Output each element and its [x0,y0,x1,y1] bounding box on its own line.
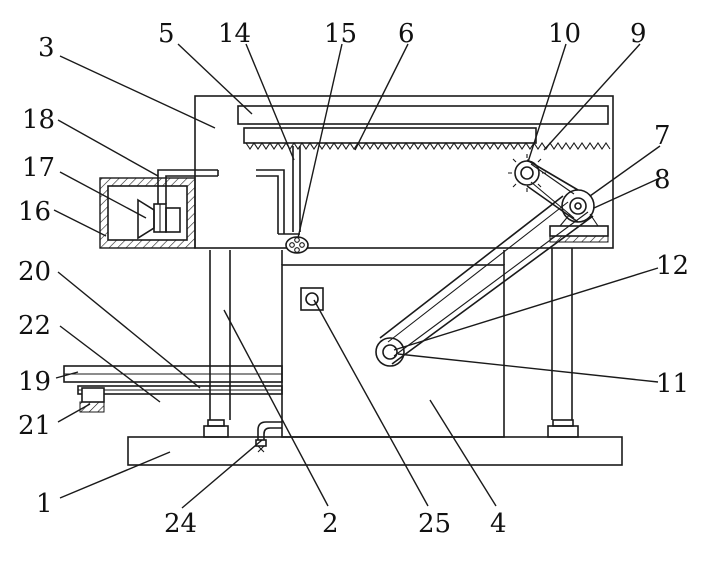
press-plate [243,127,537,144]
label-21: 21 [18,411,51,441]
upper-frame [194,95,614,249]
part-labels: 3 5 14 15 6 10 9 7 8 12 11 18 17 16 20 2… [18,19,689,539]
label-12: 12 [656,251,689,281]
label-24: 24 [164,509,197,539]
legs [209,248,573,420]
label-8: 8 [654,165,671,195]
label-7: 7 [654,121,671,151]
label-25: 25 [418,509,451,539]
belt [379,195,594,365]
base-plate [127,436,623,466]
feet [203,419,579,438]
side-box-inner [107,185,188,241]
top-plate [237,105,609,125]
spray-pipe [256,146,309,254]
air-pipe [157,169,219,204]
label-14: 14 [218,19,251,49]
label-2: 2 [322,509,339,539]
label-3: 3 [38,33,55,63]
drain-tap [255,421,282,453]
leader-lines [53,43,661,509]
label-11: 11 [656,369,689,399]
label-22: 22 [18,311,51,341]
label-16: 16 [18,197,51,227]
label-1: 1 [36,489,53,519]
label-18: 18 [22,105,55,135]
label-4: 4 [490,509,507,539]
label-20: 20 [18,257,51,287]
label-15: 15 [324,19,357,49]
label-10: 10 [548,19,581,49]
tray-assembly [63,365,283,413]
label-6: 6 [398,19,415,49]
label-19: 19 [18,367,51,397]
square-switch-icon [300,287,324,311]
cabinet [281,264,505,438]
chain [526,159,579,223]
label-5: 5 [158,19,175,49]
fan-motor [137,198,181,240]
label-9: 9 [630,19,647,49]
lower-pulley [375,337,405,367]
label-17: 17 [22,153,55,183]
